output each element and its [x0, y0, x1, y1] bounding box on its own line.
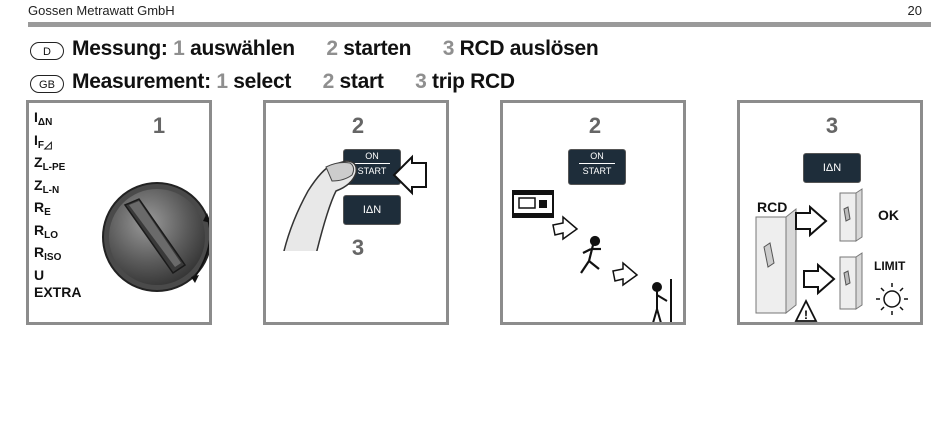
running-person-icon [580, 235, 601, 274]
test-sequence-icon [512, 190, 672, 322]
on-start-button: ON START [568, 149, 626, 185]
language-badge-gb: GB [30, 75, 64, 93]
limit-label: LIMIT [874, 259, 906, 273]
step-num: 1 [173, 37, 185, 60]
step-num: 3 [415, 70, 427, 93]
step-text: trip RCD [432, 70, 515, 93]
panel-start-test: 2 ON START IΔN 3 [263, 100, 449, 325]
step-number: 3 [351, 235, 365, 260]
ok-label: OK [878, 207, 899, 223]
function-item: ZL-PE [34, 154, 66, 173]
step-text: auswählen [190, 37, 295, 60]
function-item: RLO [34, 221, 59, 241]
title-german-label: Messung: [72, 37, 168, 60]
function-item: ZL-N [34, 176, 60, 196]
language-badge-de: D [30, 42, 64, 60]
step-number: 3 [825, 113, 839, 138]
title-english-label: Measurement: [72, 70, 211, 93]
idn-button: IΔN [803, 153, 861, 183]
function-item: IΔN [34, 109, 53, 128]
standing-person-icon [652, 279, 672, 322]
function-item: EXTRA [34, 284, 82, 300]
panel-test-running: 2 ON START [500, 100, 686, 325]
function-item: RISO [34, 244, 62, 263]
step-num: 2 [322, 70, 335, 93]
step-number: 2 [588, 113, 602, 138]
title-german: Messung: 1 auswählen 2 starten 3 RCD aus… [72, 37, 599, 61]
on-start-button: ON START [343, 149, 401, 185]
title-english: Measurement: 1 select 2 start 3 trip RCD [72, 70, 515, 94]
function-list: IΔN IF◿ ZL-PE ZL-N RE RLO RISO U EXTRA [34, 109, 81, 302]
function-item: U [34, 266, 45, 283]
lamp-icon [876, 283, 908, 315]
step-num: 1 [216, 70, 228, 93]
rcd-diagram-icon: ! [755, 188, 908, 322]
page-number: 20 [907, 3, 922, 18]
rotary-switch-icon [102, 182, 209, 292]
idn-button: IΔN [343, 195, 401, 225]
finger-press-icon [283, 154, 427, 251]
warning-icon: ! [794, 298, 818, 322]
step-text: RCD auslösen [459, 37, 599, 60]
company-name: Gossen Metrawatt GmbH [28, 3, 175, 18]
step-num: 3 [442, 37, 455, 60]
panel-select-function: IΔN IF◿ ZL-PE ZL-N RE RLO RISO U EXTRA 1 [26, 100, 212, 325]
function-item: RE [34, 199, 51, 218]
step-number: 2 [351, 113, 365, 138]
step-number: 1 [152, 113, 166, 138]
function-item: IF◿ [34, 131, 52, 151]
step-text: starten [343, 37, 412, 60]
header-rule [28, 22, 931, 27]
svg-text:!: ! [804, 308, 808, 322]
panel-trip-rcd: 3 IΔN RCD OK LIMIT ! [737, 100, 923, 325]
step-text: start [339, 70, 384, 93]
step-text: select [233, 70, 292, 93]
rcd-label: RCD [757, 199, 788, 215]
step-num: 2 [326, 37, 338, 60]
